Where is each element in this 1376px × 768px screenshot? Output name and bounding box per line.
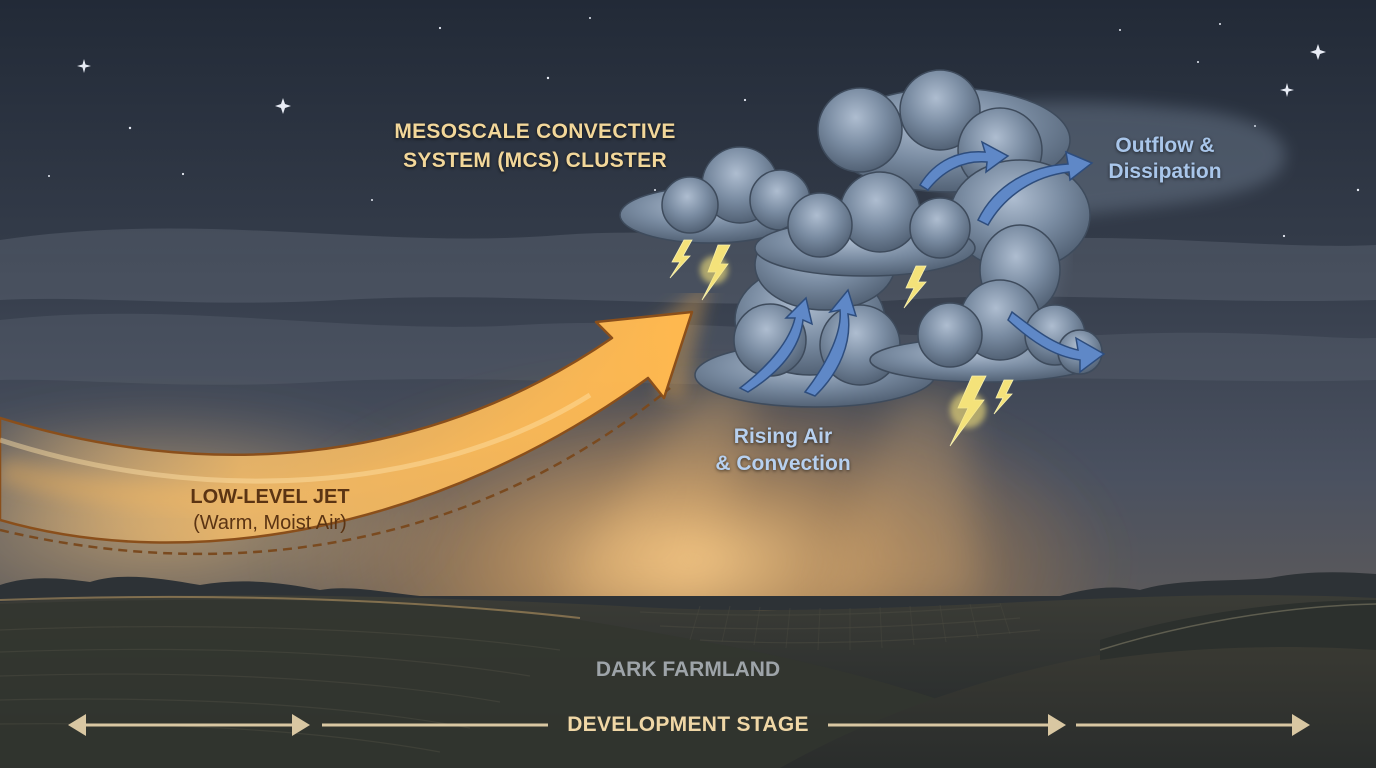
- light-shafts: [560, 380, 980, 600]
- outflow-label-line2: Dissipation: [1108, 160, 1222, 183]
- mcs-cluster-label: MESOSCALE CONVECTIVE SYSTEM (MCS) CLUSTE…: [350, 117, 720, 175]
- star-icon: [48, 17, 1360, 238]
- updraft-arrow-icon: [738, 288, 858, 397]
- jet-label-subtitle: (Warm, Moist Air): [193, 512, 347, 534]
- farmland-label: DARK FARMLAND: [595, 658, 781, 681]
- double-arrow-icon: [68, 714, 1310, 736]
- mcs-label-line2: SYSTEM (MCS) CLUSTER: [403, 149, 667, 172]
- mcs-label-line1: MESOSCALE CONVECTIVE: [394, 120, 676, 143]
- outflow-label: Outflow & Dissipation: [1085, 133, 1245, 185]
- rising-air-label: Rising Air & Convection: [703, 423, 863, 477]
- outflow-arrow-icon: [918, 140, 1106, 374]
- rising-label-line2: & Convection: [715, 452, 851, 475]
- lightning-glow: [700, 256, 986, 428]
- jet-arrow-icon: [0, 279, 711, 556]
- rising-label-line1: Rising Air: [733, 425, 833, 448]
- development-stage-label: DEVELOPMENT STAGE: [567, 713, 809, 736]
- outflow-label-line1: Outflow &: [1115, 134, 1215, 157]
- jet-label-title: LOW-LEVEL JET: [190, 486, 350, 508]
